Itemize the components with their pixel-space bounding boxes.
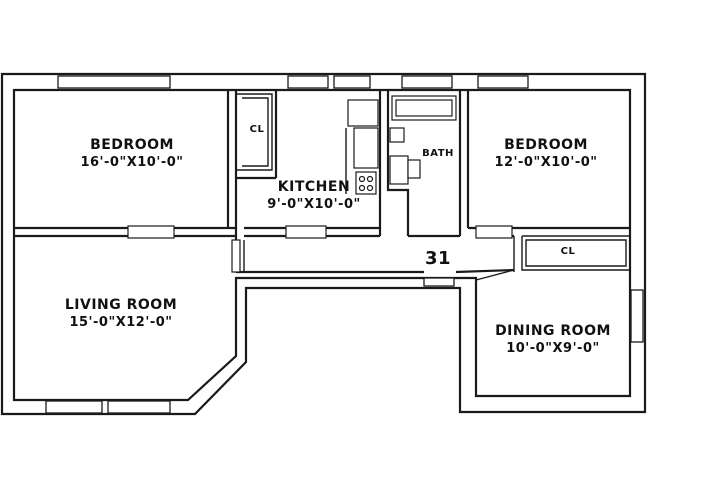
living-room-dims: 15'-0"X12'-0" bbox=[69, 315, 173, 330]
kitchen-name: KITCHEN bbox=[277, 179, 351, 195]
bedroom1-label: BEDROOM 16'-0"X10'-0" bbox=[52, 136, 212, 172]
dining-room-name: DINING ROOM bbox=[495, 323, 611, 339]
kitchen-dims: 9'-0"X10'-0" bbox=[267, 197, 361, 212]
bedroom2-dims: 12'-0"X10'-0" bbox=[494, 155, 598, 170]
bedroom1-name: BEDROOM bbox=[90, 137, 174, 153]
windows bbox=[45, 75, 644, 414]
dining-room-dims: 10'-0"X9'-0" bbox=[506, 341, 600, 356]
bath-fixtures bbox=[389, 95, 457, 185]
interior-walls bbox=[14, 90, 630, 281]
bedroom2-name: BEDROOM bbox=[504, 137, 588, 153]
closet2-label: CL bbox=[560, 246, 576, 257]
dining-room-label: DINING ROOM 10'-0"X9'-0" bbox=[484, 322, 622, 358]
closet1-label: CL bbox=[249, 124, 265, 135]
living-room-name: LIVING ROOM bbox=[64, 297, 178, 313]
kitchen-label: KITCHEN 9'-0"X10'-0" bbox=[254, 178, 374, 214]
doors bbox=[127, 225, 513, 273]
bedroom1-dims: 16'-0"X10'-0" bbox=[80, 155, 184, 170]
living-room-label: LIVING ROOM 15'-0"X12'-0" bbox=[46, 296, 196, 332]
bath-label: BATH bbox=[422, 148, 454, 159]
outer-walls bbox=[0, 72, 647, 416]
unit-number: 31 bbox=[424, 248, 452, 269]
bedroom2-label: BEDROOM 12'-0"X10'-0" bbox=[476, 136, 616, 172]
kitchen-fixtures bbox=[345, 99, 379, 195]
